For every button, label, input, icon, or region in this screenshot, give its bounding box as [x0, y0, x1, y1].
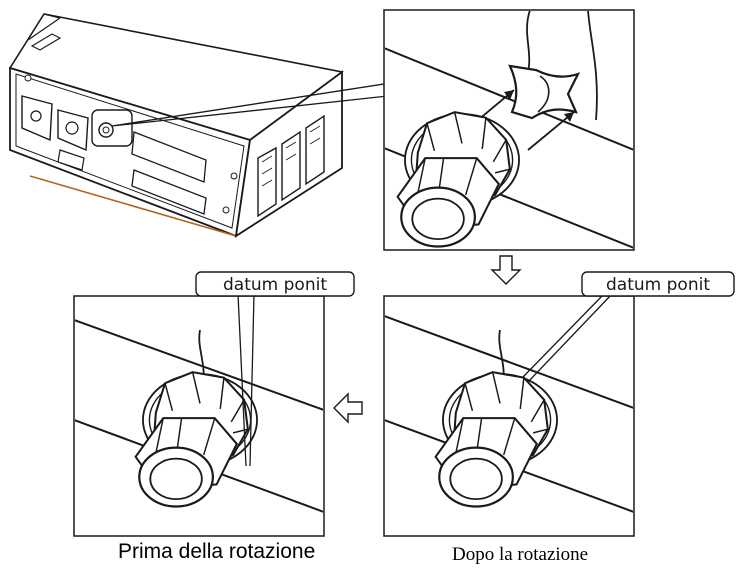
- panel-detail-zoom: [383, 9, 635, 251]
- unit-overview-illustration: [8, 13, 389, 238]
- datum-label-left: datum ponit: [195, 271, 355, 297]
- datum-label-right-text: datum ponit: [606, 275, 710, 295]
- caption-after-rotation: Dopo la rotazione: [452, 544, 589, 565]
- caption-before-rotation: Prima della rotazione: [118, 540, 316, 563]
- arrow-left-icon: [333, 392, 363, 424]
- panel-before-rotation: [73, 293, 325, 537]
- arrow-down-icon: [490, 255, 522, 285]
- datum-label-right: datum ponit: [581, 271, 735, 297]
- panel-after-rotation: [383, 293, 635, 537]
- datum-label-left-text: datum ponit: [223, 275, 327, 295]
